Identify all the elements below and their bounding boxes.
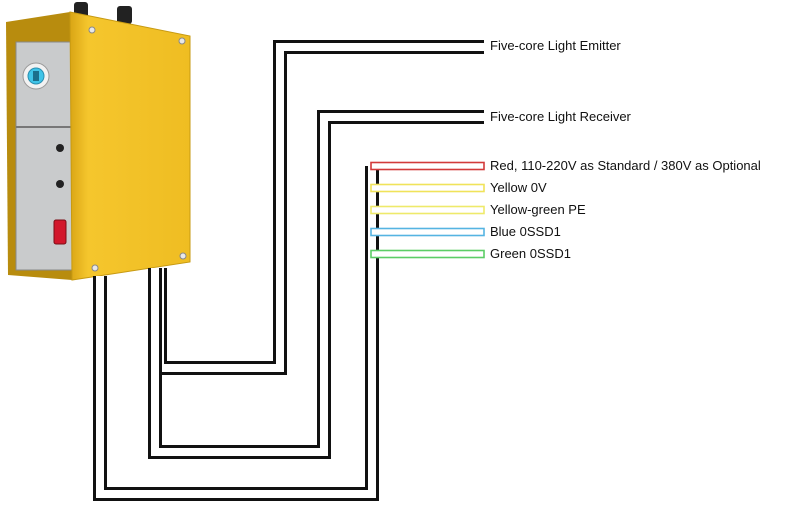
power-cable — [93, 166, 379, 501]
power-switch-icon — [53, 219, 67, 245]
label-emitter: Five-core Light Emitter — [490, 38, 621, 53]
label-wire-blue: Blue 0SSD1 — [490, 224, 561, 239]
wire-stub-0 — [370, 161, 485, 171]
wire-stubs — [370, 161, 485, 259]
indicator-2 — [56, 180, 64, 188]
screw-1 — [88, 26, 96, 34]
screw-2 — [178, 37, 186, 45]
screw-3 — [91, 264, 99, 272]
label-wire-green: Green 0SSD1 — [490, 246, 571, 261]
label-receiver: Five-core Light Receiver — [490, 109, 631, 124]
wire-stub-2 — [370, 205, 485, 215]
top-knob-right — [117, 6, 132, 24]
label-wire-yellow-green: Yellow-green PE — [490, 202, 586, 217]
screw-4 — [179, 252, 187, 260]
indicator-1 — [56, 144, 64, 152]
box-cover — [69, 11, 191, 281]
key-slot — [33, 71, 39, 81]
wire-stub-4 — [370, 249, 485, 259]
label-wire-yellow: Yellow 0V — [490, 180, 547, 195]
label-wire-red: Red, 110-220V as Standard / 380V as Opti… — [490, 158, 761, 173]
wire-stub-1 — [370, 183, 485, 193]
wire-stub-3 — [370, 227, 485, 237]
control-box — [6, 2, 191, 281]
receiver-cable — [148, 110, 484, 459]
